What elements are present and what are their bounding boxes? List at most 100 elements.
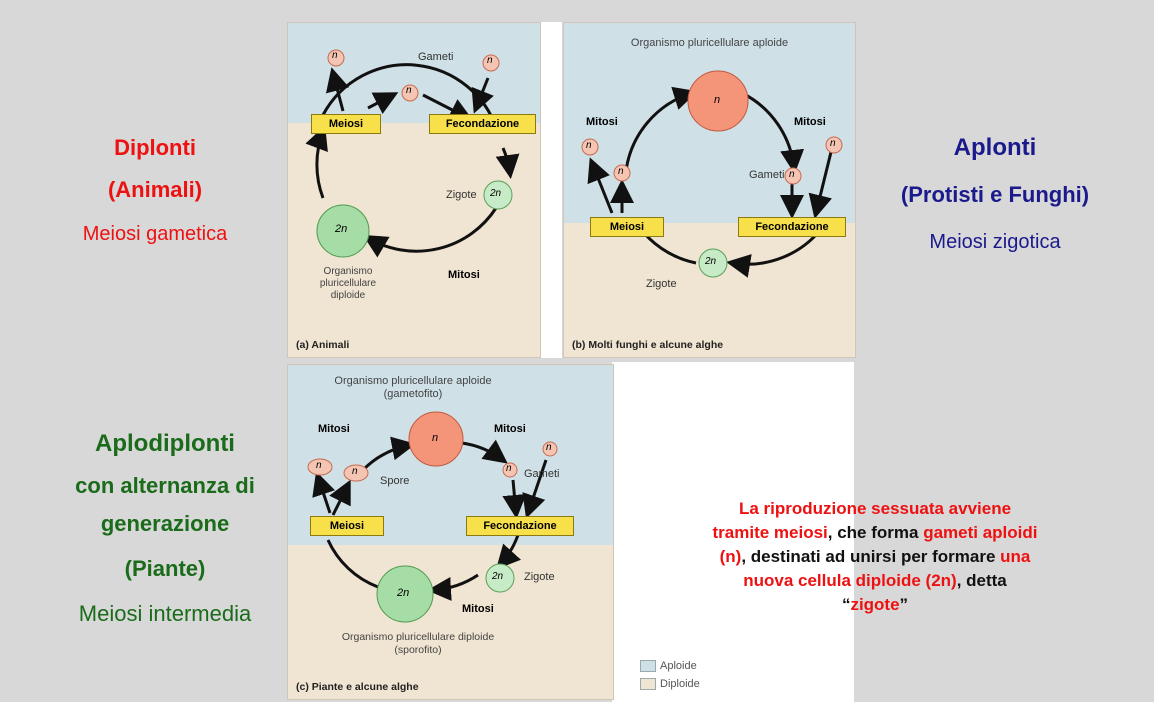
gamete-icon — [542, 441, 558, 457]
gameti-label: Gameti — [418, 51, 454, 63]
gamete-icon — [401, 84, 419, 102]
panel-piante-diagram — [307, 411, 558, 623]
zigote-2n-label: 2n — [705, 256, 717, 267]
spore-icon — [613, 164, 631, 182]
title-line1: Organismo pluricellulare aploide — [334, 375, 492, 387]
zigote-label: Zigote — [446, 189, 477, 201]
summary-part: nuova cellula diploide (2n) — [743, 571, 957, 590]
fecondazione-box: Fecondazione — [466, 516, 574, 536]
summary-line5: “zigote” — [640, 593, 1110, 617]
panel-funghi-diagram — [581, 70, 843, 278]
organism-n-icon — [687, 70, 749, 132]
aplonti-title: Aplonti — [953, 134, 1037, 161]
aplodiplonti-line1: con alternanza di — [75, 473, 255, 498]
organismo-label: Organismo pluricellulare diploide — [308, 266, 388, 302]
diplonti-title: Diplonti — [114, 135, 196, 160]
spore-n-label: n — [352, 466, 358, 477]
organismo-line1: Organismo — [323, 266, 373, 277]
aplonti-group: (Protisti e Funghi) — [900, 182, 1090, 207]
meiosi-box: Meiosi — [310, 516, 384, 536]
gamete-n-label: n — [487, 55, 493, 66]
aplodiplonti-group: (Piante) — [124, 556, 206, 581]
diplonti-label-group: Diplonti (Animali) Meiosi gametica — [40, 130, 270, 254]
organism-2n-icon — [316, 204, 370, 258]
aplodiplonti-label-group: Aplodiplonti con alternanza di generazio… — [40, 420, 290, 634]
organismo-diploide-label: Organismo pluricellulare diploide (sporo… — [288, 631, 548, 657]
diplonti-meiosis: Meiosi gametica — [82, 223, 228, 245]
summary-line2: tramite meiosi, che forma gameti aploidi — [640, 521, 1110, 545]
organism-2n-label: 2n — [397, 587, 410, 599]
figure-white-gap — [540, 22, 562, 358]
zigote-2n-label: 2n — [492, 571, 504, 582]
summary-line4: nuova cellula diploide (2n), detta — [640, 569, 1110, 593]
zigote-2n-label: 2n — [490, 188, 502, 199]
summary-part: (n) — [719, 547, 742, 566]
gamete-n-label: n — [406, 85, 412, 96]
aplonti-label-group: Aplonti (Protisti e Funghi) Meiosi zigot… — [860, 128, 1130, 262]
gameti-label: Gameti — [524, 468, 560, 480]
gamete-icon — [327, 49, 345, 67]
summary-part: zigote — [850, 595, 900, 614]
aplodiplonti-line2: generazione — [100, 511, 230, 536]
legend: Aploide Diploide — [640, 660, 700, 696]
summary-line1: La riproduzione sessuata avviene — [640, 497, 1110, 521]
panel-piante-title: Organismo pluricellulare aploide (gameto… — [288, 375, 538, 401]
summary-part: gameti aploidi — [923, 523, 1038, 542]
summary-part: , detta — [956, 571, 1007, 590]
gamete-n-label: n — [830, 138, 836, 149]
mitosi-left-label: Mitosi — [318, 423, 350, 435]
mitosi-bottom-label: Mitosi — [462, 603, 494, 615]
summary-part: La riproduzione sessuata avviene — [738, 499, 1012, 518]
panel-caption: (a) Animali — [296, 339, 350, 351]
aplodiplonti-meiosis: Meiosi intermedia — [78, 601, 252, 626]
summary-part: ” — [899, 595, 909, 614]
mitosi-label: Mitosi — [448, 269, 480, 281]
zigote-cell-icon — [698, 248, 728, 278]
zigote-label: Zigote — [646, 278, 677, 290]
aplonti-meiosis: Meiosi zigotica — [929, 231, 1061, 253]
spore-n-label: n — [316, 460, 322, 471]
panel-animali-diagram — [305, 49, 520, 258]
organismo-line3: diploide — [330, 290, 366, 301]
gamete-icon — [784, 167, 802, 185]
spore-icon — [307, 458, 333, 476]
spore-n-label: n — [586, 140, 592, 151]
spore-label: Spore — [380, 475, 410, 487]
bottom-line1: Organismo pluricellulare diploide — [341, 631, 495, 643]
legend-diploide: Diploide — [640, 678, 700, 696]
panel-funghi: Organismo pluricellulare aploide n n n n… — [563, 22, 856, 358]
diploide-swatch — [640, 678, 656, 691]
mitosi-right-label: Mitosi — [494, 423, 526, 435]
legend-aploide: Aploide — [640, 660, 700, 678]
summary-part: “ — [841, 595, 851, 614]
bottom-line2: (sporofito) — [394, 644, 442, 656]
aplodiplonti-title: Aplodiplonti — [95, 430, 235, 457]
meiosi-box: Meiosi — [311, 114, 381, 134]
spore-icon — [343, 464, 369, 482]
organism-2n-icon — [376, 565, 434, 623]
panel-caption: (c) Piante e alcune alghe — [296, 681, 419, 693]
gamete-icon — [825, 136, 843, 154]
summary-line3: (n), destinati ad unirsi per formare una — [640, 545, 1110, 569]
spore-n-label: n — [618, 166, 624, 177]
fecondazione-box: Fecondazione — [738, 217, 846, 237]
arrow-mitosi — [362, 207, 498, 258]
arrow-to-zigote — [495, 147, 520, 179]
fecondazione-box: Fecondazione — [429, 114, 536, 134]
gamete-icon — [502, 462, 518, 478]
gameti-label: Gameti — [749, 169, 785, 181]
organism-2n-label: 2n — [335, 223, 348, 235]
summary-part: , destinati ad unirsi per formare — [741, 547, 1001, 566]
organism-n-label: n — [432, 432, 439, 444]
summary-part: , che forma — [827, 523, 924, 542]
arrow-to-meiosi — [305, 125, 328, 199]
gamete-n-label: n — [332, 50, 338, 61]
panel-piante: Organismo pluricellulare aploide (gameto… — [287, 364, 614, 700]
organismo-line2: pluricellulare — [319, 278, 377, 289]
zigote-cell-icon — [483, 180, 513, 210]
mitosi-left-label: Mitosi — [586, 116, 618, 128]
meiosi-box: Meiosi — [590, 217, 664, 237]
panel-funghi-title: Organismo pluricellulare aploide — [630, 37, 789, 49]
gamete-n-label: n — [506, 463, 512, 474]
gamete-n-label: n — [789, 169, 795, 180]
